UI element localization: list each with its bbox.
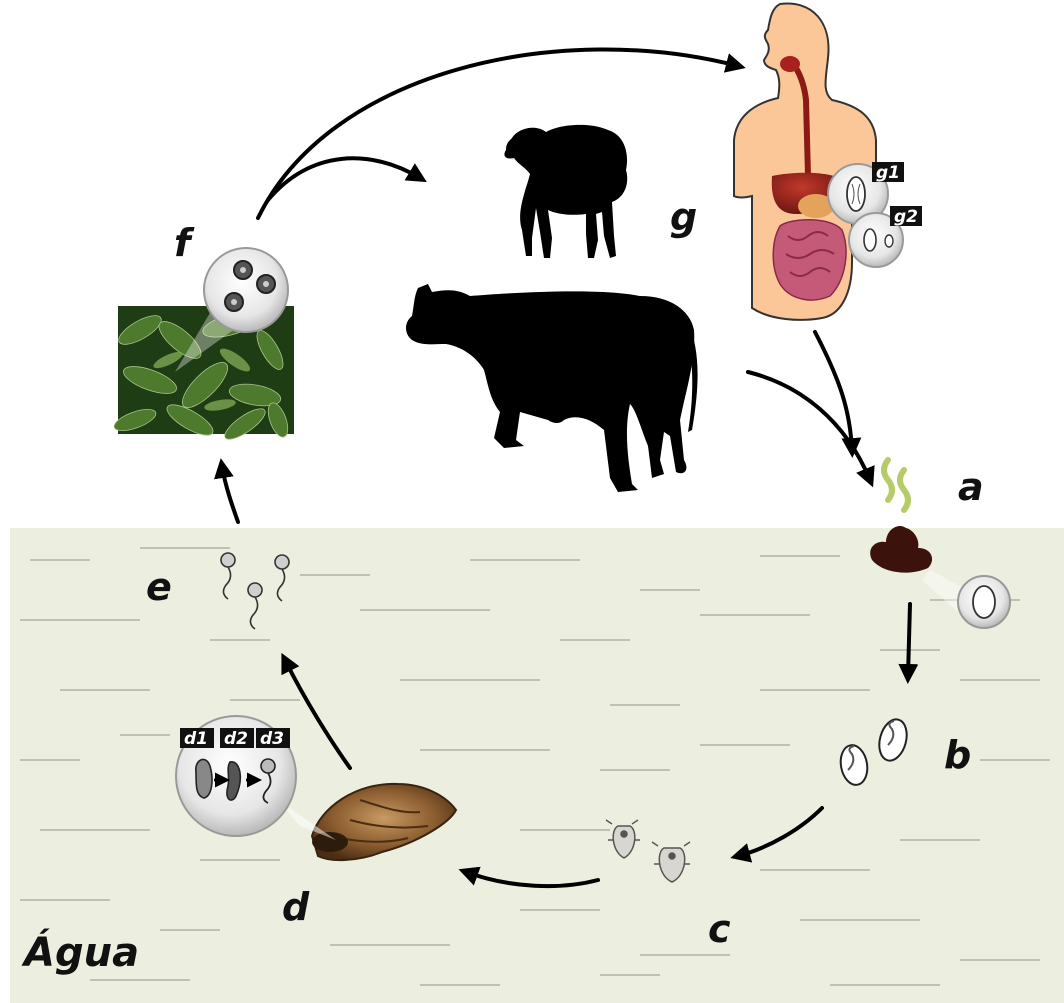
sporocyst-icon — [196, 759, 212, 798]
label-b: b — [944, 733, 971, 777]
adult-fluke-icon — [847, 177, 865, 211]
arrow-a-to-b — [908, 604, 910, 676]
sheep-silhouette — [504, 125, 627, 258]
tag-d2: d2 — [224, 729, 248, 749]
human-host — [734, 4, 903, 320]
label-a: a — [958, 465, 984, 509]
cercaria-icon — [261, 759, 275, 773]
small-fluke-icon — [885, 235, 893, 247]
arrow-e-to-f — [222, 466, 238, 522]
label-g: g — [670, 195, 697, 239]
tag-g2: g2 — [894, 207, 918, 227]
tag-d1: d1 — [184, 729, 208, 749]
juvenile-fluke-icon — [864, 229, 876, 251]
arrow-f-to-animals — [268, 158, 420, 200]
label-c: c — [708, 907, 731, 951]
label-f: f — [174, 221, 195, 265]
water-label: Água — [21, 928, 139, 976]
mouth — [780, 56, 800, 72]
tag-d3: d3 — [260, 729, 284, 749]
label-d: d — [282, 885, 310, 929]
arrow-f-to-human — [258, 49, 738, 218]
arrow-cow-to-a — [748, 372, 870, 480]
fumes-icon — [884, 460, 908, 510]
tag-g1: g1 — [876, 163, 900, 183]
label-e: e — [146, 565, 172, 609]
cow-silhouette — [406, 284, 698, 492]
intestines — [773, 220, 846, 300]
egg-icon — [973, 586, 995, 618]
arrow-human-to-a — [815, 332, 852, 450]
